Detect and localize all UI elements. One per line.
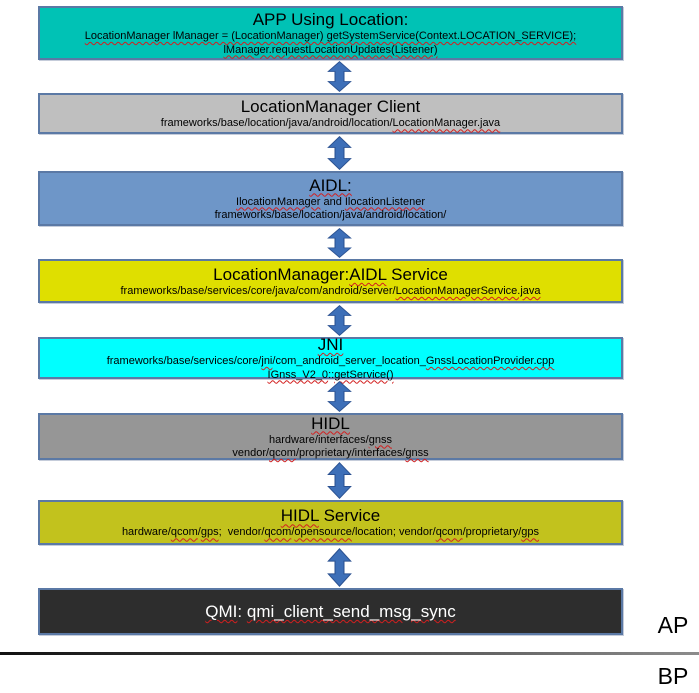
box-line: frameworks/base/services/core/java/com/a…	[120, 285, 540, 299]
box-line: hardware/qcom/gps; vendor/qcom/opensourc…	[122, 526, 539, 540]
squiggle-text: JNI	[317, 335, 344, 354]
plain-text: Service	[386, 264, 448, 284]
squiggle-text: GnssLocationProvider.cpp	[425, 355, 555, 367]
plain-text: Service	[318, 506, 381, 526]
squiggle-text: gps	[521, 526, 540, 539]
double-arrow-icon	[327, 381, 352, 412]
plain-text: LocationManager Client	[240, 97, 421, 117]
box-line: frameworks/base/location/java/android/lo…	[161, 117, 500, 131]
squiggle-text: qcom	[435, 526, 463, 539]
box-line: vendor/qcom/proprietary/interfaces/gnss	[232, 447, 428, 461]
box-line: IlocationManager and IlocationListener	[236, 196, 425, 210]
squiggle-text: opensource	[294, 526, 352, 539]
plain-text: and	[320, 195, 345, 208]
plain-text: /proprietary/interfaces/	[295, 447, 406, 459]
plain-text: /	[291, 526, 295, 539]
double-arrow-icon	[327, 548, 352, 587]
box-title: HIDL	[311, 413, 350, 434]
plain-text: /proprietary/	[462, 526, 522, 539]
plain-text: hardware/	[121, 526, 171, 539]
squiggle-text: qmi_client_send_msg_sync	[246, 602, 456, 621]
ap-bp-divider	[0, 652, 699, 655]
squiggle-text: qcom	[264, 526, 292, 539]
squiggle-text: jni	[261, 355, 273, 367]
plain-text: ::	[328, 368, 335, 381]
box-app-using-location: APP Using Location: LocationManager lMan…	[38, 6, 623, 60]
ap-label: AP	[657, 612, 689, 638]
box-title: LocationManager:AIDL Service	[213, 264, 448, 285]
squiggle-text: qcom	[170, 526, 198, 539]
squiggle-text: gnss	[405, 447, 429, 459]
squiggle-text: IlocationManager	[236, 195, 321, 208]
box-hidl: HIDL hardware/interfaces/gnss vendor/qco…	[38, 413, 623, 460]
box-line: frameworks/base/location/java/android/lo…	[215, 209, 447, 223]
plain-text: frameworks/base/location/java/android/lo…	[160, 117, 393, 130]
box-line: IGnss_V2_0::getService()	[268, 369, 394, 383]
squiggle-text: gnss	[368, 433, 392, 446]
double-arrow-icon	[327, 305, 352, 336]
plain-text: frameworks/base/location/java/android/lo…	[214, 209, 447, 221]
squiggle-text: QMI	[205, 602, 238, 621]
plain-text: /	[197, 526, 201, 539]
box-jni: JNI frameworks/base/services/core/jni/co…	[38, 334, 623, 381]
box-locationmanager-aidl-service: LocationManager:AIDL Service frameworks/…	[38, 259, 623, 303]
plain-text: LocationManager:	[213, 264, 350, 284]
double-arrow-icon	[327, 462, 352, 499]
squiggle-text: HIDL	[280, 506, 319, 526]
double-arrow-icon	[327, 136, 352, 170]
plain-text: vendor/	[232, 447, 270, 459]
plain-text: frameworks/base/services/core/	[106, 355, 262, 367]
plain-text: hardware/interfaces/	[269, 433, 369, 446]
box-title: HIDL Service	[281, 505, 381, 526]
box-title: QMI: qmi_client_send_msg_sync	[205, 601, 455, 622]
squiggle-text: getService()	[334, 368, 394, 381]
plain-text: APP Using Location:	[252, 10, 409, 29]
squiggle-text: LocationManager lManager = (LocationMana…	[84, 30, 577, 42]
squiggle-text: qcom	[269, 447, 296, 459]
box-line: frameworks/base/services/core/jni/com_an…	[107, 355, 555, 369]
bp-label: BP	[657, 663, 689, 689]
squiggle-text: LocationManager.java	[392, 117, 501, 130]
plain-text: ; vendor/	[218, 526, 265, 539]
squiggle-text: AIDL:	[309, 175, 352, 195]
box-line: hardware/interfaces/gnss	[269, 434, 392, 448]
squiggle-text: HIDL	[311, 413, 350, 433]
box-title: APP Using Location:	[253, 9, 409, 30]
plain-text: :	[237, 602, 247, 621]
plain-text: /location; vendor/	[351, 526, 436, 539]
squiggle-text: IGnss_V2_0	[267, 368, 329, 381]
box-locationmanager-client: LocationManager Client frameworks/base/l…	[38, 93, 623, 134]
squiggle-text: LocationManagerService.java	[395, 284, 541, 297]
box-hidl-service: HIDL Service hardware/qcom/gps; vendor/q…	[38, 500, 623, 545]
box-title: JNI	[318, 334, 344, 355]
double-arrow-icon	[327, 61, 352, 92]
squiggle-text: IlocationListener	[344, 195, 425, 208]
plain-text: /com_android_server_location_	[272, 355, 426, 367]
box-aidl: AIDL: IlocationManager and IlocationList…	[38, 171, 623, 226]
box-title: AIDL:	[309, 175, 352, 196]
squiggle-text: gps	[200, 526, 219, 539]
squiggle-text: lManager.requestLocationUpdates(Listener…	[223, 43, 438, 56]
box-title: LocationManager Client	[241, 96, 421, 117]
box-line: LocationManager lManager = (LocationMana…	[85, 30, 576, 44]
squiggle-text: AIDL	[349, 264, 387, 284]
box-qmi: QMI: qmi_client_send_msg_sync	[38, 588, 623, 635]
box-line: lManager.requestLocationUpdates(Listener…	[223, 44, 437, 58]
plain-text: frameworks/base/services/core/java/com/a…	[120, 284, 396, 297]
double-arrow-icon	[327, 228, 352, 258]
